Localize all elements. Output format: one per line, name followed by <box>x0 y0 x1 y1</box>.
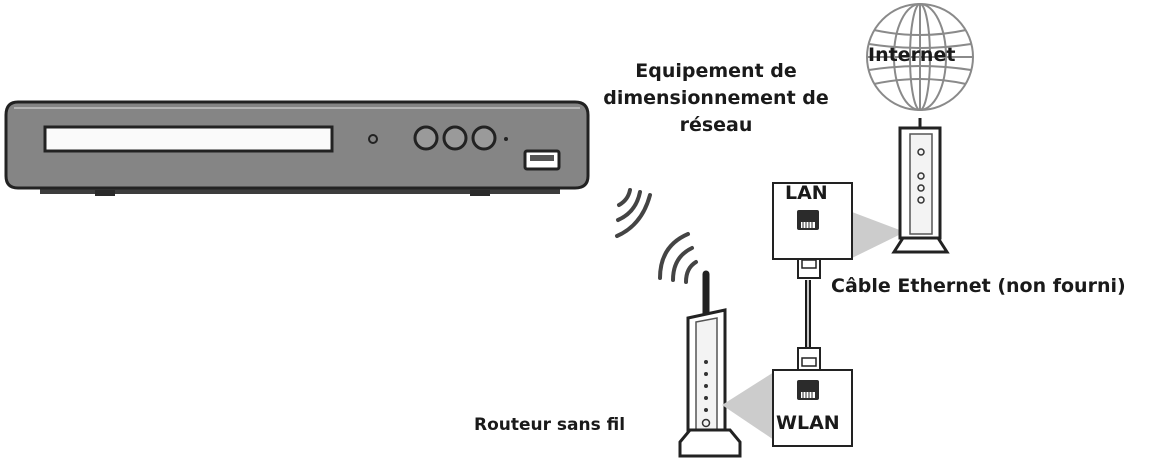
ethernet-cable <box>797 245 821 371</box>
ethernet-port-icon <box>797 380 819 400</box>
modem-icon <box>891 118 950 254</box>
globe-icon <box>866 3 974 111</box>
wlan-callout <box>722 369 853 447</box>
network-device-label-line3: réseau <box>679 114 753 136</box>
lan-label: LAN <box>785 182 828 204</box>
router-icon <box>678 270 742 458</box>
lan-callout <box>772 182 905 260</box>
ethernet-cable-label: Câble Ethernet (non fourni) <box>831 275 1126 297</box>
network-device-label: Equipement de dimensionnement de réseau <box>576 58 856 139</box>
ethernet-plug-bottom-icon <box>797 347 821 371</box>
internet-label: Internet <box>868 44 956 66</box>
lan-port-icon <box>797 210 819 230</box>
router-wifi-waves-icon <box>658 232 698 284</box>
wifi-waves-icon <box>615 188 652 238</box>
router-label: Routeur sans fil <box>474 415 626 435</box>
blu-ray-player-icon <box>4 100 590 196</box>
network-device-label-line1: Equipement de <box>635 60 797 82</box>
network-device-label-line2: dimensionnement de <box>603 87 829 109</box>
wlan-label: WLAN <box>776 412 840 434</box>
